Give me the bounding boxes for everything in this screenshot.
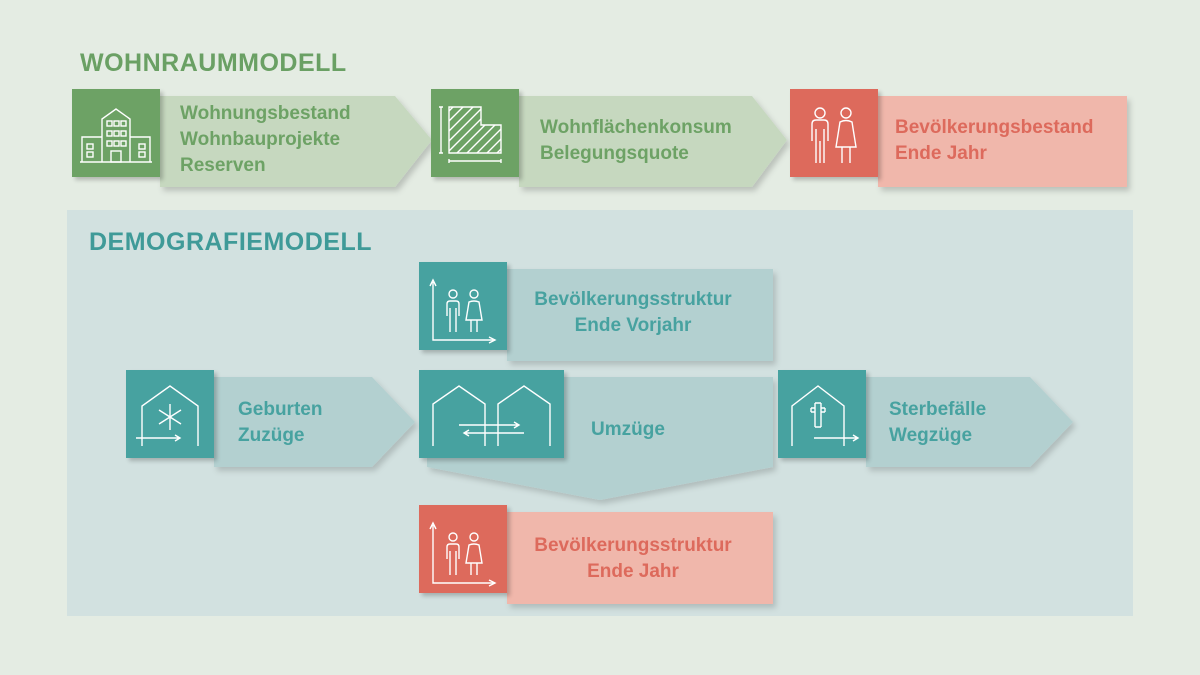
population-chart-icon: [429, 521, 497, 587]
floor-area-icon: [439, 106, 502, 163]
geburten-label: Geburten Zuzüge: [238, 397, 322, 449]
label-line: Bevölkerungsbestand: [895, 117, 1094, 138]
house-birth-icon: [136, 385, 199, 446]
label-line: Sterbefälle: [889, 399, 987, 420]
label-line: Ende Jahr: [587, 561, 679, 582]
umzuege-funnel: [427, 377, 773, 500]
label-line: Geburten: [238, 399, 323, 420]
geburten-arrow: [214, 377, 415, 467]
bevoelkerungsbestand-box: [878, 96, 1127, 187]
struktur-jahr-box: [507, 512, 773, 604]
label-line: Belegungsquote: [540, 143, 689, 164]
struktur-vorjahr-box: [507, 269, 773, 361]
population-chart-icon: [429, 278, 497, 344]
label-line: Wohnungsbestand: [180, 103, 351, 124]
population-chart-icon-box: [419, 505, 507, 593]
wohnraum-arrows: [160, 96, 1127, 187]
umzuege-label: Umzüge: [591, 417, 665, 443]
struktur-jahr-label: Bevölkerungsstruktur Ende Jahr: [518, 533, 748, 585]
demografiemodell-title: DEMOGRAFIEMODELL: [89, 228, 372, 256]
struktur-vorjahr-label: Bevölkerungsstruktur Ende Vorjahr: [518, 287, 748, 339]
wohnflaechen-label: Wohnflächenkonsum Belegungsquote: [540, 115, 732, 167]
label-line: Ende Jahr: [895, 143, 987, 164]
people-icon: [811, 107, 857, 163]
building-icon-box: [72, 89, 160, 177]
sterbefaelle-label: Sterbefälle Wegzüge: [889, 397, 986, 449]
label-line: Umzüge: [591, 419, 665, 440]
wohnraummodell-title: WOHNRAUMMODELL: [80, 49, 347, 77]
people-icon-box: [790, 89, 878, 177]
floor-area-icon-box: [431, 89, 519, 177]
label-line: Wegzüge: [889, 425, 973, 446]
houses-exchange-icon-box: [419, 370, 564, 458]
label-line: Zuzüge: [238, 425, 305, 446]
sterbefaelle-arrow: [866, 377, 1073, 467]
label-line: Reserven: [180, 155, 266, 176]
building-icon: [80, 108, 152, 163]
population-chart-icon-box: [419, 262, 507, 350]
label-line: Ende Vorjahr: [574, 315, 692, 336]
label-line: Bevölkerungsstruktur: [534, 535, 732, 556]
house-birth-icon-box: [126, 370, 214, 458]
wohnungsbestand-label: Wohnungsbestand Wohnbauprojekte Reserven: [180, 101, 351, 179]
wohnflaechen-arrow: [519, 96, 787, 187]
wohnungsbestand-arrow: [160, 96, 432, 187]
houses-exchange-icon: [432, 385, 551, 446]
label-line: Wohnflächenkonsum: [540, 117, 732, 138]
house-cross-icon-box: [778, 370, 866, 458]
house-cross-icon: [791, 385, 860, 446]
label-line: Bevölkerungsstruktur: [534, 289, 732, 310]
label-line: Wohnbauprojekte: [180, 129, 341, 150]
bevoelkerungsbestand-label: Bevölkerungsbestand Ende Jahr: [895, 115, 1094, 167]
